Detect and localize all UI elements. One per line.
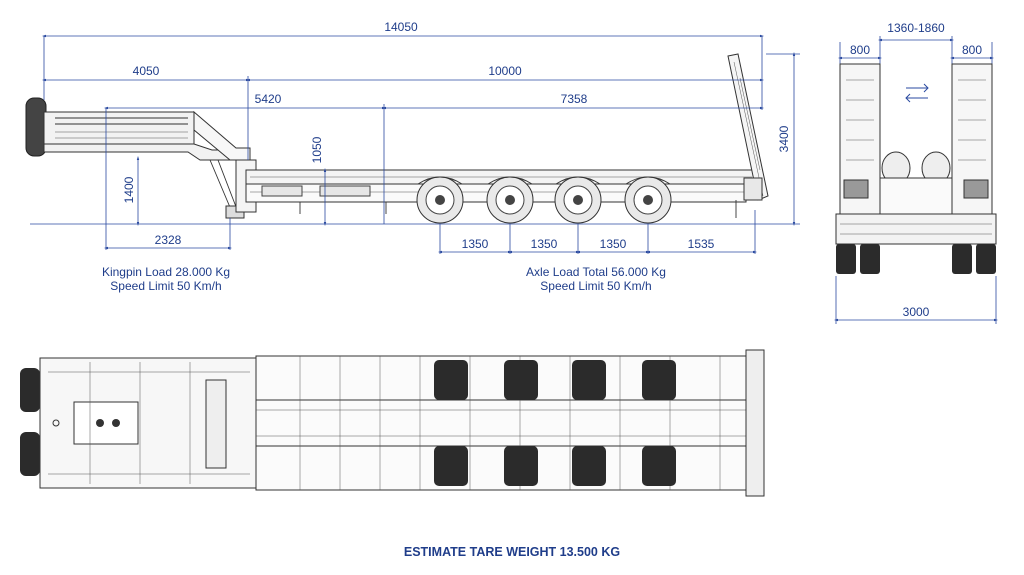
- side-wheel: [554, 176, 602, 224]
- kingpin-tyre: [20, 368, 40, 412]
- dim-kingpin-to-ref: 5420: [255, 92, 282, 106]
- dim-axle-spacing-2: 1350: [531, 237, 558, 251]
- dim-axle-spacing-1: 1350: [462, 237, 489, 251]
- dim-right-ramp: 800: [962, 43, 982, 57]
- side-view: 14050 4050 10000 5420 7358 1050 3400 140…: [25, 20, 800, 293]
- rear-end-top: [745, 349, 765, 497]
- dim-kingpin-offset: 2328: [155, 233, 182, 247]
- rear-ramp-right: [951, 63, 993, 215]
- kingpin-tyre: [20, 432, 40, 476]
- top-view: [20, 349, 765, 497]
- top-tyres: [434, 360, 676, 486]
- dim-rear-overhang: 1535: [688, 237, 715, 251]
- dim-left-ramp: 800: [850, 43, 870, 57]
- dim-total-height: 3400: [777, 125, 791, 152]
- dim-front-section: 4050: [133, 64, 160, 78]
- dim-ramp-gap: 1360-1860: [887, 21, 945, 35]
- tare-weight-label: ESTIMATE TARE WEIGHT 13.500 KG: [404, 545, 620, 559]
- ramp-shift-arrows-icon: [905, 83, 929, 103]
- rear-ramp: [727, 53, 769, 218]
- gooseneck: [25, 97, 251, 219]
- rear-view: 1360-1860 800 800: [834, 21, 998, 324]
- dim-ref-to-rear: 7358: [561, 92, 588, 106]
- dim-overall-length: 14050: [384, 20, 418, 34]
- dim-gooseneck-height: 1400: [122, 176, 136, 203]
- dim-axle-spacing-3: 1350: [600, 237, 627, 251]
- side-wheel: [486, 176, 534, 224]
- dim-overall-width: 3000: [903, 305, 930, 319]
- rear-ramp-left: [839, 63, 881, 215]
- side-wheel: [624, 176, 672, 224]
- side-wheel: [416, 176, 464, 224]
- kingpin-load-note: Kingpin Load 28.000 Kg: [102, 265, 230, 279]
- axle-load-note: Axle Load Total 56.000 Kg: [526, 265, 666, 279]
- side-axles: [416, 176, 672, 224]
- rear-wheels: [835, 151, 997, 274]
- dim-deck-length: 10000: [488, 64, 522, 78]
- kingpin-speed-note: Speed Limit 50 Km/h: [110, 279, 221, 293]
- dim-deck-height: 1050: [310, 136, 324, 163]
- axle-speed-note: Speed Limit 50 Km/h: [540, 279, 651, 293]
